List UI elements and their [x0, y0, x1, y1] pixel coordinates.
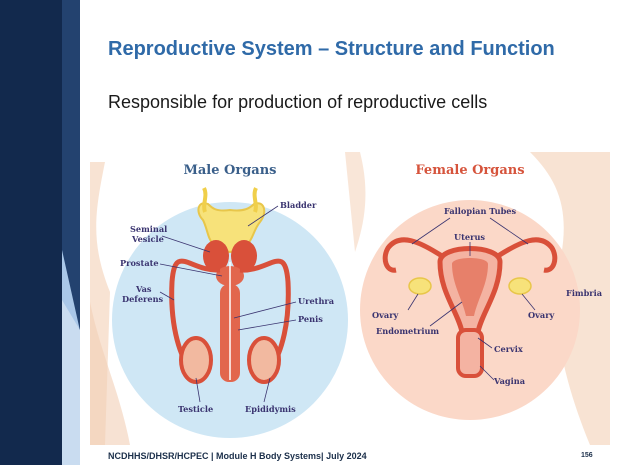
label-seminal-2: Vesicle [131, 234, 164, 244]
bladder-tube-right [255, 188, 256, 212]
label-epididymis: Epididymis [245, 404, 296, 414]
label-bladder: Bladder [280, 200, 317, 210]
male-heading: Male Organs [183, 163, 276, 178]
label-penis: Penis [298, 314, 323, 324]
testicle-left [181, 338, 211, 382]
reproductive-organs-figure: Male Organs Bladder Seminal Ve [90, 152, 610, 445]
page-number: 156 [581, 452, 593, 459]
label-prostate: Prostate [120, 258, 159, 268]
label-cervix: Cervix [494, 344, 523, 354]
slide-subtitle: Responsible for production of reproducti… [108, 92, 608, 113]
female-left-silhouette [345, 152, 365, 252]
ovary-left [409, 278, 431, 294]
label-vas-2: Deferens [122, 294, 164, 304]
vagina-shape [458, 330, 482, 376]
label-testicle: Testicle [178, 404, 213, 414]
label-fallopian-tubes: Fallopian Tubes [444, 206, 517, 216]
bladder-tube-left [204, 188, 205, 212]
label-vagina: Vagina [493, 376, 526, 386]
label-fimbria: Fimbria [566, 288, 603, 298]
ovary-right [509, 278, 531, 294]
label-ovary-right: Ovary [528, 310, 555, 320]
label-endometrium: Endometrium [376, 326, 439, 336]
label-urethra: Urethra [298, 296, 335, 306]
slide-footer: NCDHHS/DHSR/HCPEC | Module H Body System… [108, 451, 367, 461]
female-heading: Female Organs [415, 163, 524, 178]
sidebar-decoration [0, 0, 80, 465]
label-ovary-left: Ovary [372, 310, 399, 320]
testicle-right [249, 338, 279, 382]
label-seminal-1: Seminal [130, 224, 167, 234]
label-uterus: Uterus [454, 232, 485, 242]
label-vas-1: Vas [135, 284, 152, 294]
slide-title: Reproductive System – Structure and Func… [108, 38, 608, 61]
